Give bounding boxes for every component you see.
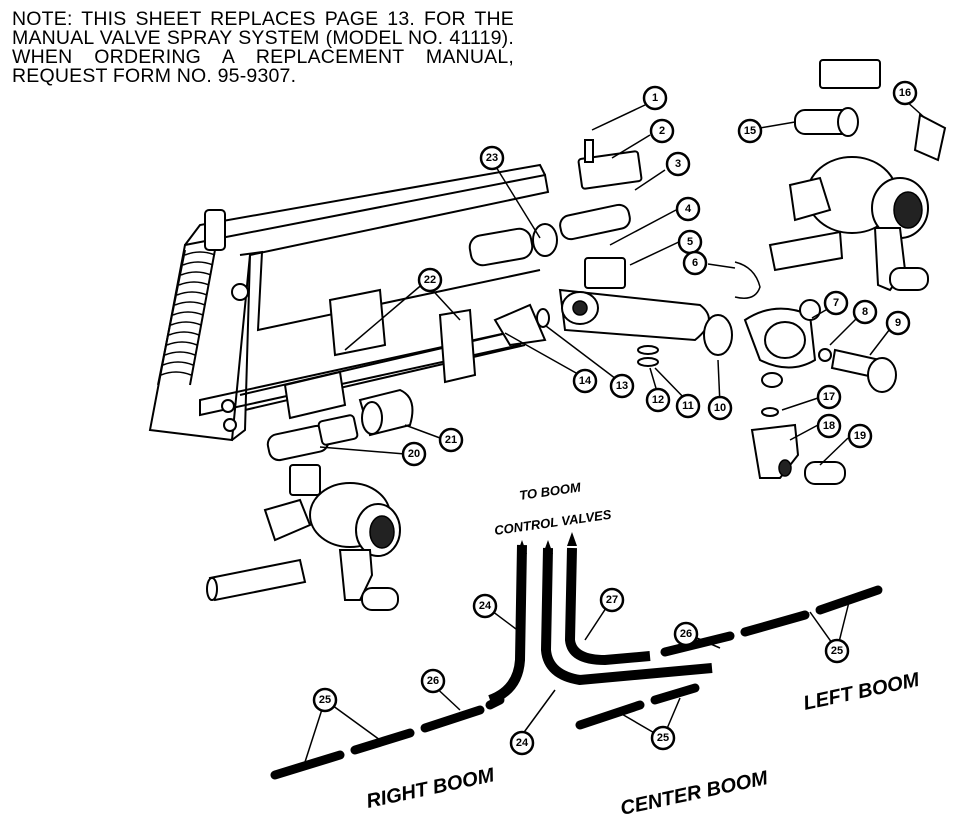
callout-20: 20 (401, 441, 427, 467)
callout-13: 13 (609, 373, 635, 399)
callout-25-right: 25 (312, 687, 338, 713)
callout-4: 4 (675, 196, 701, 222)
boom-tube (239, 288, 526, 420)
callout-22: 22 (417, 267, 443, 293)
coil-spring (157, 249, 216, 386)
svg-text:16: 16 (899, 87, 911, 99)
svg-text:11: 11 (682, 400, 694, 412)
svg-text:25: 25 (319, 694, 331, 706)
replacement-note: NOTE: THIS SHEET REPLACES PAGE 13. FOR T… (12, 8, 514, 87)
center-boom-label: CENTER BOOM (618, 767, 771, 820)
svg-text:24: 24 (516, 737, 529, 749)
svg-text:21: 21 (445, 434, 457, 446)
callout-23: 23 (479, 145, 505, 171)
callout-25-center: 25 (650, 725, 676, 751)
hose-barb-fitting-20-21 (266, 388, 414, 462)
svg-text:25: 25 (831, 645, 843, 657)
callout-21: 21 (438, 427, 464, 453)
svg-text:24: 24 (479, 600, 492, 612)
callout-9: 9 (885, 310, 911, 336)
left-boom-label: LEFT BOOM (801, 669, 922, 715)
svg-text:3: 3 (675, 158, 681, 170)
svg-text:9: 9 (895, 317, 901, 329)
callout-17: 17 (816, 384, 842, 410)
center-valve-assembly (468, 139, 710, 347)
svg-text:26: 26 (427, 675, 439, 687)
clip-and-oring (637, 261, 761, 367)
svg-text:12: 12 (652, 394, 664, 406)
svg-text:20: 20 (408, 448, 420, 460)
callout-14: 14 (572, 368, 598, 394)
callout-2: 2 (649, 118, 675, 144)
callout-3: 3 (665, 151, 691, 177)
callout-19: 19 (847, 423, 873, 449)
to-boom-label-line1: TO BOOM (518, 479, 583, 503)
callout-11: 11 (675, 393, 701, 419)
callout-8: 8 (852, 299, 878, 325)
callout-18: 18 (816, 413, 842, 439)
svg-text:14: 14 (579, 375, 592, 387)
svg-text:10: 10 (714, 402, 726, 414)
callout-25-left: 25 (824, 638, 850, 664)
right-boom-label: RIGHT BOOM (364, 764, 497, 813)
svg-text:2: 2 (659, 125, 665, 137)
svg-text:23: 23 (486, 152, 498, 164)
svg-text:26: 26 (680, 628, 692, 640)
callout-24-upper: 24 (472, 593, 498, 619)
svg-text:15: 15 (744, 125, 756, 137)
svg-text:5: 5 (687, 236, 693, 248)
callout-16: 16 (892, 80, 918, 106)
callout-7: 7 (823, 290, 849, 316)
svg-text:22: 22 (424, 274, 436, 286)
callout-10: 10 (707, 395, 733, 421)
callout-6: 6 (682, 250, 708, 276)
svg-text:4: 4 (685, 203, 692, 215)
callout-12: 12 (645, 387, 671, 413)
svg-text:8: 8 (862, 306, 868, 318)
svg-text:6: 6 (692, 257, 698, 269)
callout-27: 27 (599, 587, 625, 613)
right-valve-body (743, 299, 897, 485)
upper-right-valve-assembly (768, 59, 947, 292)
callout-15: 15 (737, 118, 763, 144)
hose-lines (270, 532, 883, 780)
callout-5: 5 (677, 229, 703, 255)
svg-text:25: 25 (657, 732, 669, 744)
svg-text:27: 27 (606, 594, 618, 606)
svg-text:13: 13 (616, 380, 628, 392)
svg-text:7: 7 (833, 297, 839, 309)
to-boom-label-line2: CONTROL VALVES (493, 507, 612, 538)
svg-text:19: 19 (854, 430, 866, 442)
lower-left-valve-assembly (206, 464, 401, 611)
callout-26-left: 26 (673, 621, 699, 647)
svg-text:18: 18 (823, 420, 835, 432)
callout-24-lower: 24 (509, 730, 535, 756)
chassis-frame (148, 163, 550, 442)
callout-1: 1 (642, 85, 668, 111)
svg-text:1: 1 (652, 92, 658, 104)
callout-26-right: 26 (420, 668, 446, 694)
svg-text:17: 17 (823, 391, 835, 403)
